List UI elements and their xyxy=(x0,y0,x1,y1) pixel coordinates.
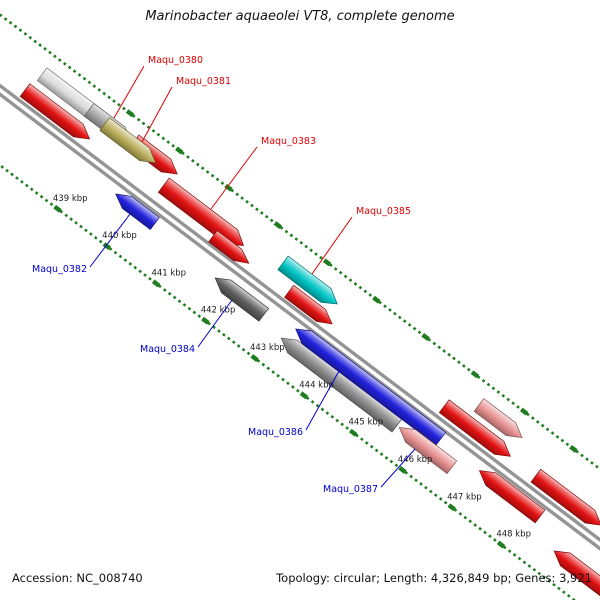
label-leader-line xyxy=(210,146,258,210)
kbp-label: 439 kbp xyxy=(53,194,88,204)
kbp-label: 446 kbp xyxy=(398,455,433,465)
gene-arrow[interactable] xyxy=(284,284,337,330)
gene-label[interactable]: Maqu_0381 xyxy=(176,76,231,87)
kbp-major-tick xyxy=(224,183,233,192)
label-leader-line xyxy=(311,216,353,275)
gene-label[interactable]: Maqu_0385 xyxy=(356,206,411,217)
backbone-gap xyxy=(0,16,600,600)
gene-label[interactable]: Maqu_0386 xyxy=(248,427,303,438)
kbp-major-tick xyxy=(348,428,358,437)
kbp-major-tick xyxy=(470,370,480,379)
gene-label[interactable]: Maqu_0382 xyxy=(32,264,87,275)
kbp-major-tick xyxy=(322,258,332,267)
label-leader-line xyxy=(89,213,131,268)
kbp-label: 441 kbp xyxy=(151,268,186,278)
gene-arrow[interactable] xyxy=(208,230,253,269)
gene-arrow[interactable] xyxy=(438,399,515,463)
kbp-label: 445 kbp xyxy=(349,418,384,428)
gene-arrow[interactable] xyxy=(473,398,527,444)
kbp-label: 443 kbp xyxy=(250,343,285,353)
gene-label[interactable]: Maqu_0387 xyxy=(323,484,378,495)
kbp-major-tick xyxy=(519,407,529,416)
label-leader-line xyxy=(113,65,145,119)
kbp-major-tick xyxy=(175,146,184,155)
accession-text: Accession: NC_008740 xyxy=(12,571,143,585)
gene-label[interactable]: Maqu_0384 xyxy=(140,344,195,355)
kbp-label: 442 kbp xyxy=(201,306,236,316)
kbp-major-tick xyxy=(447,503,456,512)
kbp-label: 444 kbp xyxy=(299,380,334,390)
kbp-major-tick xyxy=(299,391,309,400)
gene-Maqu_0386[interactable] xyxy=(291,323,447,446)
gene-Maqu_0384[interactable] xyxy=(210,272,270,322)
gene-Maqu_0381[interactable] xyxy=(99,117,161,169)
kbp-label: 440 kbp xyxy=(102,231,137,241)
kbp-major-tick xyxy=(398,466,407,474)
kbp-major-tick xyxy=(496,540,506,549)
gene-Maqu_0387[interactable] xyxy=(394,421,458,475)
kbp-major-tick xyxy=(201,316,210,325)
gene-label[interactable]: Maqu_0383 xyxy=(261,136,316,147)
gene-Maqu_0382[interactable] xyxy=(111,188,160,230)
kbp-major-tick xyxy=(250,354,259,362)
gene-label[interactable]: Maqu_0380 xyxy=(148,55,203,66)
gene-arrow[interactable] xyxy=(475,464,546,524)
gene-arrow[interactable] xyxy=(19,83,94,146)
kbp-major-tick xyxy=(53,204,62,213)
kbp-major-tick xyxy=(151,279,161,288)
kbp-major-tick xyxy=(102,242,112,251)
gene-arrow[interactable] xyxy=(549,545,600,597)
status-bar: Accession: NC_008740 Topology: circular;… xyxy=(12,571,592,585)
kbp-major-tick xyxy=(125,109,135,118)
label-leader-line xyxy=(197,299,233,348)
gene-Maqu_0385[interactable] xyxy=(277,255,342,311)
label-leader-line xyxy=(305,370,340,431)
genome-summary-text: Topology: circular; Length: 4,326,849 bp… xyxy=(276,571,592,585)
kbp-major-tick xyxy=(273,221,282,229)
kbp-major-tick xyxy=(569,444,578,453)
kbp-major-tick xyxy=(372,295,381,304)
kbp-label: 447 kbp xyxy=(447,492,482,502)
map-title: Marinobacter aquaeolei VT8, complete gen… xyxy=(145,9,455,24)
kbp-major-tick xyxy=(421,333,430,341)
label-leader-line xyxy=(380,448,416,488)
kbp-label: 448 kbp xyxy=(496,530,531,540)
gene-arrow[interactable] xyxy=(530,468,600,531)
label-leader-line xyxy=(141,86,173,143)
